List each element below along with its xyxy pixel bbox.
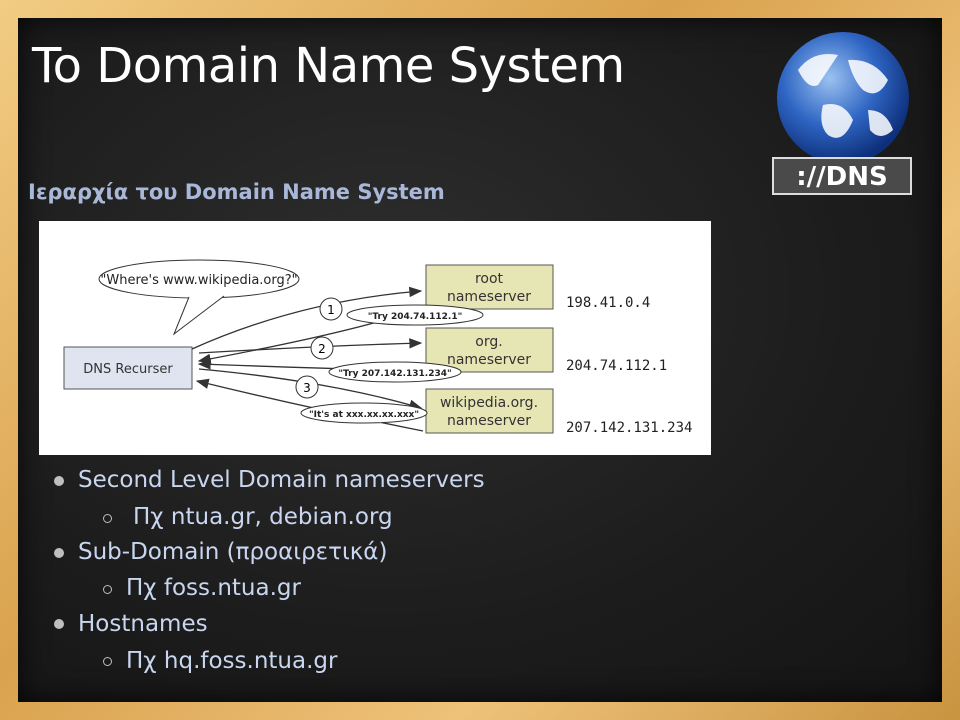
root-ip: 198.41.0.4 xyxy=(566,295,650,311)
wikipedia-ip: 207.142.131.234 xyxy=(566,420,692,436)
svg-text:3: 3 xyxy=(303,381,311,395)
slide-title: To Domain Name System xyxy=(32,38,625,94)
step-2-badge: 2 xyxy=(310,336,334,360)
reply-bubble-1: "Try 204.74.112.1" xyxy=(346,304,484,326)
bullet-item: Second Level Domain nameservers xyxy=(78,467,485,493)
svg-text:nameserver: nameserver xyxy=(447,413,531,429)
svg-text:2: 2 xyxy=(318,342,326,356)
globe-icon xyxy=(777,32,909,164)
sub-bullet-item: Πχ foss.ntua.gr xyxy=(126,575,301,601)
dns-recurser-label: DNS Recurser xyxy=(83,362,173,377)
chalkboard: To Domain Name System ://DNS Ιεραρχία το… xyxy=(18,18,942,702)
bullet-icon xyxy=(54,476,64,486)
step-3-badge: 3 xyxy=(295,375,319,399)
root-nameserver-box: root nameserver xyxy=(425,264,554,310)
svg-text:nameserver: nameserver xyxy=(447,352,531,368)
sub-bullet-icon xyxy=(103,514,112,523)
svg-text:nameserver: nameserver xyxy=(447,289,531,305)
reply-bubble-2: "Try 207.142.131.234" xyxy=(328,361,462,383)
question-bubble: "Where's www.wikipedia.org?" xyxy=(100,273,297,288)
logo-text: ://DNS xyxy=(796,162,887,192)
sub-bullet-item: Πχ hq.foss.ntua.gr xyxy=(126,648,338,674)
org-ip: 204.74.112.1 xyxy=(566,358,667,374)
wikipedia-nameserver-box: wikipedia.org. nameserver xyxy=(425,388,554,434)
svg-text:"Try 204.74.112.1": "Try 204.74.112.1" xyxy=(368,312,463,322)
sub-bullet-icon xyxy=(103,657,112,666)
svg-text:wikipedia.org.: wikipedia.org. xyxy=(440,395,538,411)
bullet-item: Hostnames xyxy=(78,611,208,637)
section-heading: Ιεραρχία του Domain Name System xyxy=(28,180,445,204)
svg-text:org.: org. xyxy=(475,334,502,350)
reply-bubble-3: "It's at xxx.xx.xx.xxx" xyxy=(300,402,428,424)
svg-text:"Try 207.142.131.234": "Try 207.142.131.234" xyxy=(338,369,451,379)
svg-text:"It's at xxx.xx.xx.xxx": "It's at xxx.xx.xx.xxx" xyxy=(309,410,419,420)
org-nameserver-box: org. nameserver xyxy=(425,327,554,373)
dns-recurser-box xyxy=(63,346,193,390)
step-1-badge: 1 xyxy=(319,297,343,321)
sub-bullet-icon xyxy=(103,585,112,594)
dns-hierarchy-diagram: DNS Recurser "Where's www.wikipedia.org?… xyxy=(39,221,711,455)
svg-text:1: 1 xyxy=(327,303,335,317)
sub-bullet-item: Πχ ntua.gr, debian.org xyxy=(133,504,393,530)
svg-text:root: root xyxy=(475,271,504,287)
bullet-item: Sub-Domain (προαιρετικά) xyxy=(78,539,388,565)
dns-globe-logo: ://DNS xyxy=(772,32,912,195)
bullet-icon xyxy=(54,619,64,629)
bullet-icon xyxy=(54,548,64,558)
